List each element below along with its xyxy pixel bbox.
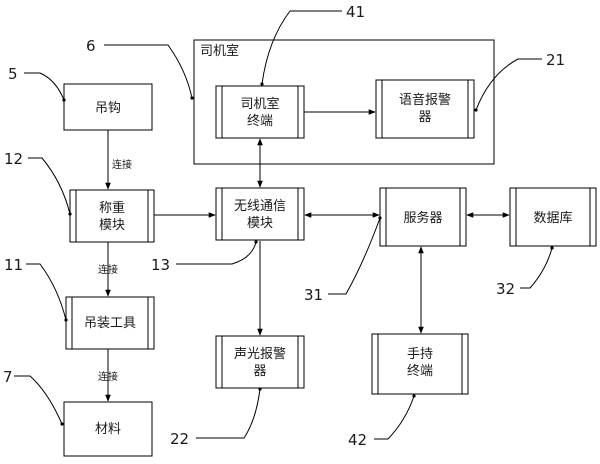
lifting-tool-block: 吊装工具 [65, 296, 155, 350]
ref-12: 12 [4, 150, 23, 168]
ref-5: 5 [8, 65, 18, 83]
sound-light-alarm-block: 声光报警 器 [215, 335, 305, 389]
server-block: 服务器 [379, 187, 467, 247]
database-label: 数据库 [533, 210, 572, 226]
leader-5 [24, 72, 66, 102]
ref-22: 22 [170, 430, 189, 448]
ref-13: 13 [151, 256, 170, 274]
cab-terminal-label-1: 司机室 [240, 96, 279, 112]
sound-light-alarm-label-1: 声光报警 [234, 346, 286, 362]
handheld-terminal-block: 手持 终端 [371, 333, 469, 395]
ref-31: 31 [304, 286, 323, 304]
wireless-module-label-1: 无线通信 [234, 199, 286, 214]
voice-alarm-block: 语音报警 器 [375, 79, 475, 139]
connection-label-1: 连接 [112, 158, 132, 171]
leader-13 [176, 240, 258, 265]
ref-6: 6 [86, 37, 96, 55]
ref-41: 41 [346, 3, 365, 21]
connection-arrows [154, 109, 510, 336]
wireless-module-block: 无线通信 模块 [215, 187, 305, 241]
reference-numbers: 5 12 11 7 6 41 21 13 31 32 22 42 [3, 3, 565, 449]
leader-41 [260, 10, 342, 86]
voice-alarm-label-1: 语音报警 [399, 92, 451, 108]
cab-terminal-label-2: 终端 [247, 113, 273, 129]
driver-room-label: 司机室 [200, 43, 239, 59]
ref-32: 32 [496, 280, 515, 298]
left-column-arrows: 连接 连接 连接 [98, 130, 132, 402]
sound-light-alarm-label-2: 器 [253, 364, 266, 379]
leader-7 [14, 375, 64, 426]
leader-22 [196, 387, 262, 439]
ref-11: 11 [4, 256, 23, 274]
weigh-module-label-1: 称重 [99, 200, 125, 216]
reference-leaders [14, 10, 554, 440]
voice-alarm-label-2: 器 [418, 110, 431, 125]
database-block: 数据库 [509, 187, 597, 247]
leader-6 [104, 44, 194, 100]
hook-block: 吊钩 [63, 83, 153, 131]
wireless-module-label-2: 模块 [247, 216, 273, 231]
leader-11 [26, 263, 68, 322]
lifting-tool-label: 吊装工具 [84, 316, 136, 331]
weigh-module-label-2: 模块 [99, 218, 125, 233]
material-block: 材料 [63, 401, 153, 457]
ref-21: 21 [546, 51, 565, 69]
weigh-module-block: 称重 模块 [69, 189, 155, 243]
connection-label-3: 连接 [98, 370, 118, 383]
cab-terminal-block: 司机室 终端 [215, 85, 305, 139]
material-label: 材料 [95, 422, 121, 437]
leader-12 [28, 157, 72, 216]
ref-42: 42 [348, 431, 367, 449]
leader-42 [374, 394, 416, 440]
server-label: 服务器 [403, 210, 442, 226]
handheld-terminal-label-2: 终端 [407, 363, 433, 379]
connection-label-2: 连接 [98, 263, 118, 276]
leader-21 [474, 58, 542, 112]
hook-label: 吊钩 [95, 101, 121, 116]
leader-32 [520, 246, 554, 289]
handheld-terminal-label-1: 手持 [407, 347, 433, 362]
leader-31 [328, 216, 382, 295]
ref-7: 7 [3, 368, 13, 386]
